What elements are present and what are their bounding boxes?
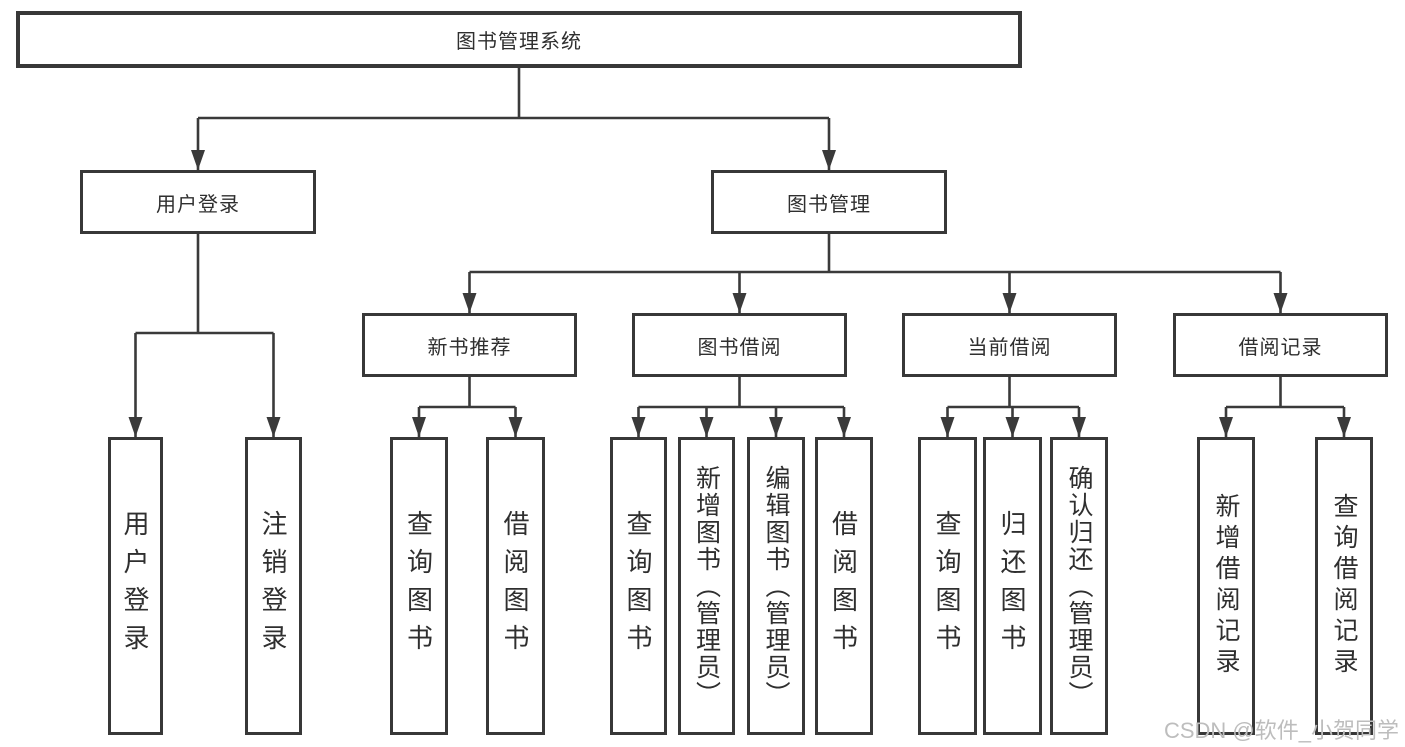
leaf-user-login: 用户登录 (108, 437, 163, 735)
connector-newbook-group (412, 377, 523, 437)
connector-bookborrow-group (631, 377, 851, 437)
node-borrow-records: 借阅记录 (1173, 313, 1388, 377)
node-user-login: 用户登录 (80, 170, 316, 234)
csdn-watermark: CSDN @软件_小贺同学 (1163, 718, 1399, 743)
leaf-current-confirm-return-admin: 确认归还（管理员） (1050, 437, 1108, 735)
connector-root-to-level2 (191, 68, 836, 170)
node-book-borrow: 图书借阅 (632, 313, 847, 377)
leaf-records-query-record: 查询借阅记录 (1315, 437, 1373, 735)
node-new-book-recommend: 新书推荐 (362, 313, 577, 377)
leaf-current-query-books: 查询图书 (918, 437, 977, 735)
leaf-borrow-add-books-admin: 新增图书（管理员） (678, 437, 735, 735)
leaf-newbook-borrow-books: 借阅图书 (486, 437, 545, 735)
node-current-borrow: 当前借阅 (902, 313, 1117, 377)
connector-records-group (1219, 377, 1351, 437)
leaf-logout: 注销登录 (245, 437, 302, 735)
connector-bookmgmt-group (462, 234, 1288, 313)
connector-currentborrow-group (940, 377, 1086, 437)
leaf-borrow-query-books: 查询图书 (610, 437, 667, 735)
leaf-borrow-borrow-books: 借阅图书 (815, 437, 873, 735)
node-book-management: 图书管理 (711, 170, 947, 234)
leaf-current-return-books: 归还图书 (983, 437, 1042, 735)
leaf-borrow-edit-books-admin: 编辑图书（管理员） (747, 437, 805, 735)
leaf-newbook-query-books: 查询图书 (390, 437, 448, 735)
node-root-library-management-system: 图书管理系统 (16, 11, 1022, 68)
leaf-records-add-record: 新增借阅记录 (1197, 437, 1255, 735)
connector-userlogin-group (128, 234, 281, 437)
